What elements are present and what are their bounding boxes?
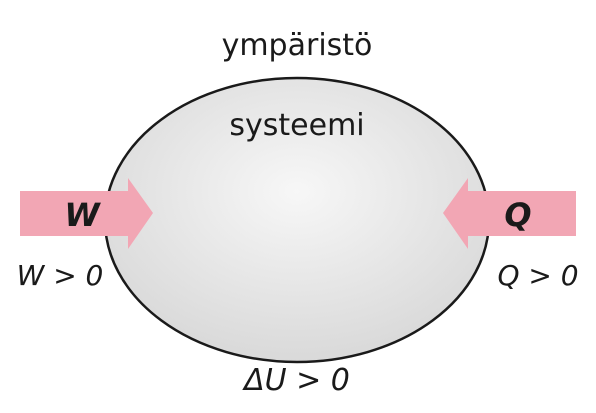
environment-label: ympäristö: [222, 28, 373, 63]
system-label: systeemi: [229, 108, 364, 143]
energy-condition-label: ΔU > 0: [242, 363, 350, 398]
work-condition-label: W > 0: [17, 259, 104, 292]
work-arrow: [20, 178, 153, 249]
heat-symbol: Q: [504, 196, 531, 234]
work-symbol: W: [64, 196, 101, 234]
heat-condition-label: Q > 0: [497, 259, 578, 292]
heat-arrow: [443, 178, 576, 249]
